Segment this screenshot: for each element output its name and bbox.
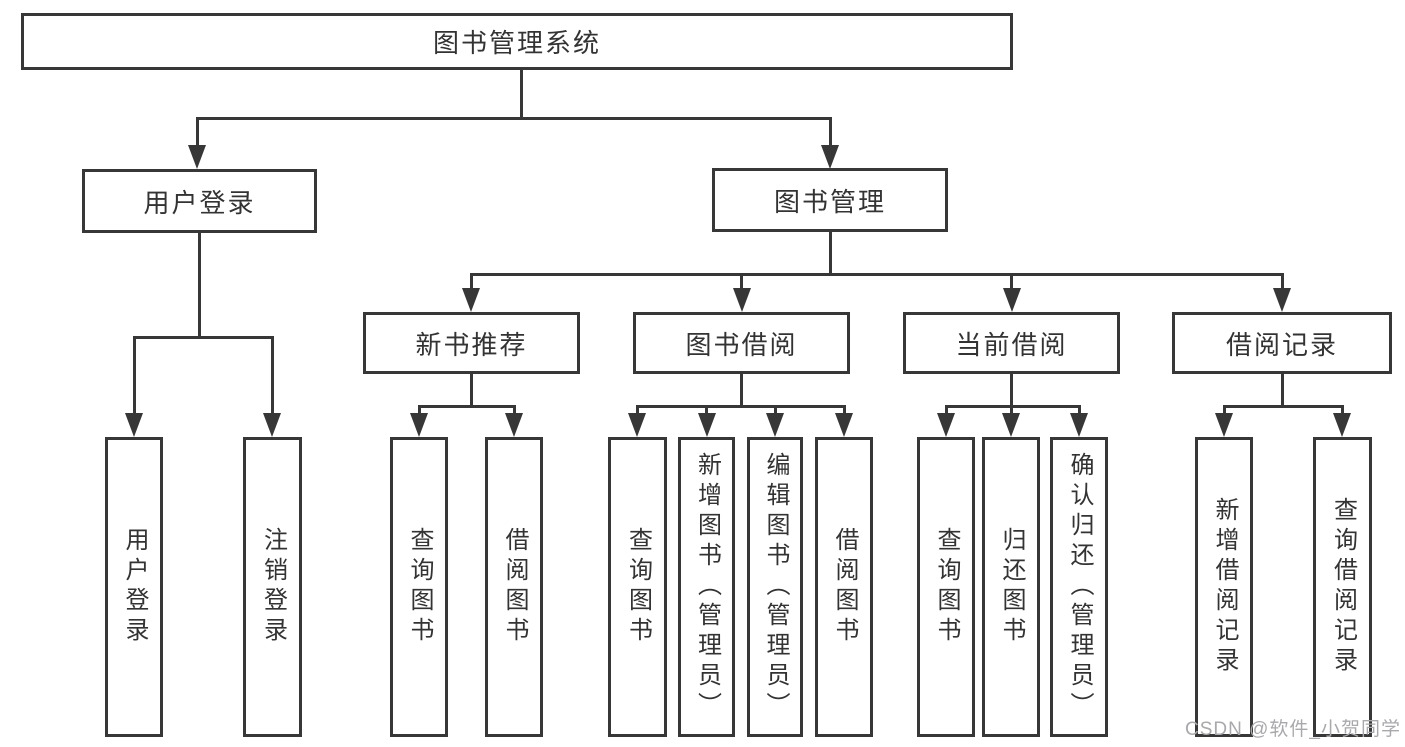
node-leaf-query-books-borrowing: 查询图书 — [608, 437, 667, 737]
connector-line — [469, 273, 473, 289]
connector-line — [195, 117, 199, 146]
connector-line — [944, 405, 1081, 408]
connector-line — [469, 273, 1284, 276]
connector-line — [842, 405, 846, 414]
connector-line — [270, 336, 274, 414]
connector-line — [773, 405, 777, 414]
arrow-down-icon — [1002, 288, 1021, 312]
node-current-borrowing: 当前借阅 — [903, 312, 1120, 374]
node-label: 编辑图书（管理员） — [762, 452, 789, 722]
node-leaf-borrow-books-recommend: 借阅图书 — [485, 437, 543, 737]
connector-line — [1280, 273, 1284, 289]
connector-line — [705, 405, 708, 414]
node-borrowing-records: 借阅记录 — [1172, 312, 1392, 374]
watermark: CSDN @软件_小贺同学 — [1185, 719, 1401, 740]
connector-line — [417, 405, 516, 408]
connector-line — [740, 374, 743, 408]
node-label: 注销登录 — [259, 527, 287, 647]
connector-line — [1010, 273, 1013, 289]
connector-line — [1010, 374, 1013, 408]
node-leaf-query-borrow-record: 查询借阅记录 — [1313, 437, 1372, 737]
arrow-down-icon — [1070, 413, 1088, 437]
node-leaf-user-login: 用户登录 — [105, 437, 163, 737]
node-leaf-logout: 注销登录 — [243, 437, 302, 737]
arrow-down-icon — [263, 413, 281, 437]
connector-line — [828, 117, 832, 146]
connector-line — [944, 405, 948, 414]
connector-line — [520, 70, 523, 118]
node-label: 查询图书 — [624, 527, 652, 647]
node-leaf-add-books-admin: 新增图书（管理员） — [678, 437, 735, 737]
node-label: 用户登录 — [143, 187, 256, 218]
node-new-book-recommendation: 新书推荐 — [363, 312, 580, 374]
connector-line — [195, 117, 832, 120]
connector-line — [512, 405, 516, 414]
arrow-down-icon — [410, 413, 428, 437]
arrow-down-icon — [1273, 288, 1291, 312]
node-leaf-confirm-return-admin: 确认归还（管理员） — [1050, 437, 1108, 737]
connector-line — [740, 273, 743, 289]
node-leaf-edit-books-admin: 编辑图书（管理员） — [747, 437, 803, 737]
node-label: 图书借阅 — [685, 329, 798, 360]
arrow-down-icon — [1002, 413, 1020, 437]
connector-line — [1222, 405, 1226, 414]
node-book-borrowing: 图书借阅 — [633, 312, 850, 374]
node-label: 当前借阅 — [955, 329, 1068, 360]
node-label: 查询图书 — [406, 527, 433, 647]
arrow-down-icon — [462, 288, 480, 312]
connector-line — [635, 405, 639, 414]
node-label: 查询借阅记录 — [1329, 497, 1357, 677]
node-label: 借阅图书 — [501, 527, 528, 647]
node-label: 新增借阅记录 — [1211, 497, 1238, 677]
node-leaf-query-books-current: 查询图书 — [917, 437, 975, 737]
connector-line — [132, 336, 274, 339]
connector-line — [1222, 405, 1344, 408]
node-leaf-add-borrow-record: 新增借阅记录 — [1195, 437, 1253, 737]
node-label: 新增图书（管理员） — [693, 452, 721, 722]
arrow-down-icon — [1333, 413, 1351, 437]
connector-line — [1340, 405, 1344, 414]
node-label: 确认归还（管理员） — [1066, 452, 1093, 722]
arrow-down-icon — [125, 413, 143, 437]
arrow-down-icon — [628, 413, 646, 437]
arrow-down-icon — [937, 413, 955, 437]
connector-line — [1280, 374, 1284, 408]
node-label: 图书管理系统 — [432, 28, 601, 58]
connector-line — [417, 405, 421, 414]
arrow-down-icon — [1215, 413, 1233, 437]
node-label: 图书管理 — [773, 186, 886, 217]
connector-line — [197, 233, 201, 337]
arrow-down-icon — [732, 288, 751, 312]
arrow-down-icon — [188, 145, 206, 169]
node-label: 归还图书 — [998, 527, 1025, 647]
arrow-down-icon — [697, 413, 716, 437]
node-label: 新书推荐 — [415, 329, 528, 360]
connector-line — [1009, 405, 1013, 414]
arrow-down-icon — [821, 145, 839, 169]
node-label: 借阅记录 — [1225, 329, 1338, 360]
node-leaf-borrow-books: 借阅图书 — [815, 437, 873, 737]
arrow-down-icon — [766, 413, 784, 437]
connector-line — [828, 232, 832, 276]
node-label: 借阅图书 — [831, 527, 858, 647]
connector-line — [1077, 405, 1081, 414]
node-user-login: 用户登录 — [82, 169, 317, 233]
connector-line — [132, 336, 136, 414]
node-leaf-query-books-recommend: 查询图书 — [390, 437, 448, 737]
connector-line — [469, 374, 473, 408]
node-book-management: 图书管理 — [712, 168, 948, 232]
node-label: 用户登录 — [121, 527, 148, 647]
arrow-down-icon — [505, 413, 523, 437]
node-label: 查询图书 — [933, 527, 960, 647]
arrow-down-icon — [835, 413, 853, 437]
connector-line — [635, 405, 846, 408]
node-library-management-system: 图书管理系统 — [21, 13, 1013, 70]
node-leaf-return-books: 归还图书 — [982, 437, 1040, 737]
